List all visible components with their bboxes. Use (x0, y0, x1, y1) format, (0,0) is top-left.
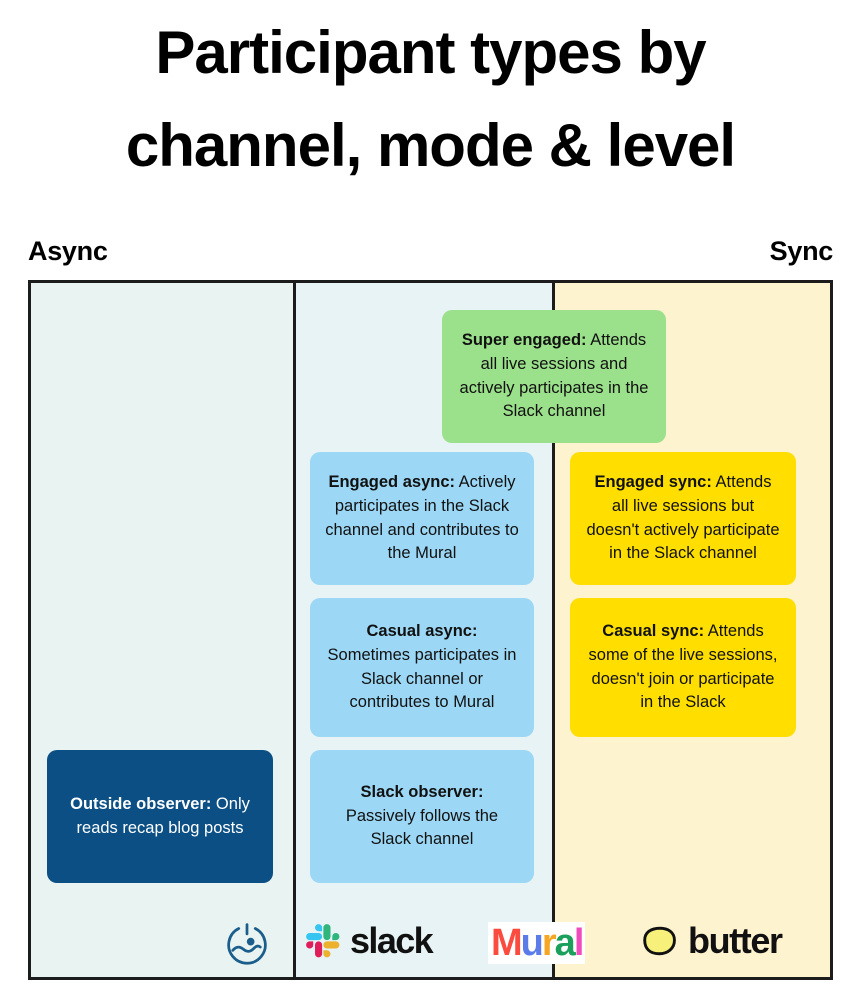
butter-logo: butter (641, 920, 783, 962)
card-body: Actively participates in the Slack chann… (325, 473, 519, 563)
axis-labels: Async Sync (28, 236, 833, 267)
card-lead: Casual sync: (602, 622, 705, 641)
card-text: Outside observer: Only reads recap blog … (61, 793, 259, 840)
card-outside-observer[interactable]: Outside observer: Only reads recap blog … (47, 750, 273, 883)
mural-letter-l: l (573, 922, 584, 964)
card-body: Only reads recap blog posts (76, 794, 250, 837)
mural-letter-a: a (554, 922, 576, 964)
card-lead: Casual async: (366, 622, 478, 641)
slack-hash-icon (306, 924, 340, 958)
card-casual-sync[interactable]: Casual sync: Attends some of the live se… (570, 598, 796, 737)
card-body: Passively follows the Slack channel (345, 806, 499, 849)
card-body: Attends all live sessions and actively p… (459, 331, 649, 421)
slack-wordmark: slack (350, 920, 434, 961)
card-engaged-sync[interactable]: Engaged sync: Attends all live sessions … (570, 452, 796, 585)
card-body: Attends some of the live sessions, doesn… (588, 622, 778, 712)
page-title: Participant types by channel, mode & lev… (0, 0, 861, 192)
mural-letter-u: u (520, 922, 544, 964)
circular-wave-badge-icon (227, 923, 267, 965)
card-text: Super engaged: Attends all live sessions… (456, 329, 652, 423)
butter-wordmark: butter (688, 920, 783, 961)
card-engaged-async[interactable]: Engaged async: Actively participates in … (310, 452, 534, 585)
slack-logo: slack (304, 920, 434, 962)
page-title-line-2: channel, mode & level (125, 112, 736, 179)
card-text: Engaged sync: Attends all live sessions … (584, 471, 782, 565)
mural-letter-r: r (541, 922, 557, 964)
mural-letter-m: M (491, 922, 523, 964)
card-super-engaged[interactable]: Super engaged: Attends all live sessions… (442, 310, 666, 443)
blog-logo (225, 921, 269, 965)
card-lead: Engaged async: (328, 473, 455, 492)
card-casual-async[interactable]: Casual async: Sometimes participates in … (310, 598, 534, 737)
card-text: Casual async: Sometimes participates in … (324, 620, 520, 714)
axis-label-async: Async (28, 236, 108, 266)
card-lead: Slack observer: (360, 783, 484, 802)
card-text: Engaged async: Actively participates in … (324, 471, 520, 565)
card-body: Sometimes participates in Slack channel … (327, 645, 517, 712)
card-text: Casual sync: Attends some of the live se… (584, 620, 782, 714)
card-body: Attends all live sessions but doesn't ac… (586, 473, 780, 563)
card-lead: Super engaged: (461, 331, 587, 350)
axis-label-sync: Sync (769, 236, 834, 266)
card-text: Slack observer: Passively follows the Sl… (324, 781, 520, 852)
page-title-line-1: Participant types by (155, 19, 706, 86)
butter-pat-icon (643, 926, 676, 956)
card-slack-observer[interactable]: Slack observer: Passively follows the Sl… (310, 750, 534, 883)
card-lead: Outside observer: (70, 794, 212, 813)
card-lead: Engaged sync: (594, 473, 712, 492)
